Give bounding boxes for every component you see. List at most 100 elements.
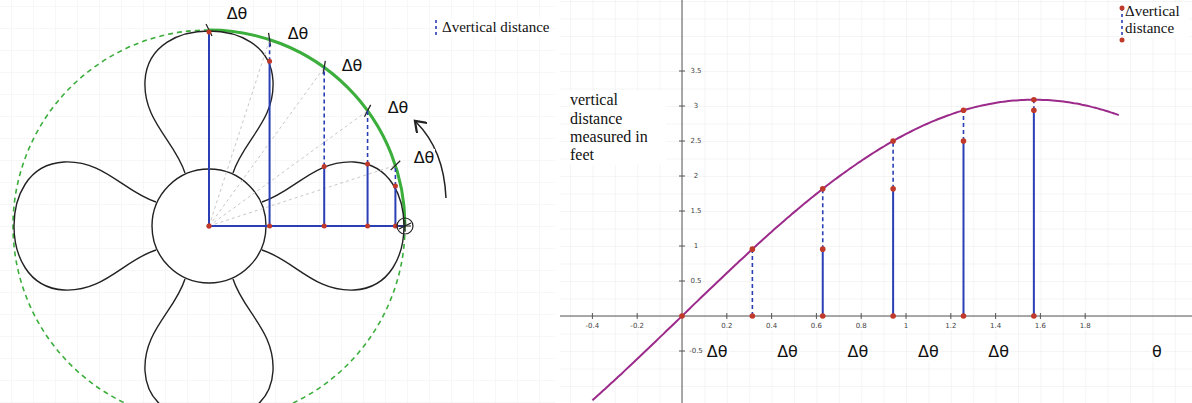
point	[961, 107, 967, 113]
grid	[0, 0, 555, 403]
delta-vertical-distance	[323, 67, 325, 166]
tick-number: 1	[694, 242, 698, 250]
axis-label: θ	[1151, 343, 1163, 361]
tick-number: 1.5	[690, 207, 701, 215]
point	[207, 224, 212, 229]
tick-number: -0.2	[630, 322, 644, 330]
angle-ray	[209, 67, 324, 226]
tick-number: 2.5	[690, 137, 701, 145]
x-tick	[906, 313, 907, 319]
angle-step: Δθ	[917, 343, 940, 361]
tick-number: 0.5	[690, 277, 701, 285]
delta-vertical-distance	[892, 141, 894, 189]
x-tick	[995, 313, 996, 319]
y-tick	[679, 351, 685, 352]
point	[267, 59, 272, 64]
point	[393, 184, 398, 189]
grid	[560, 0, 1192, 403]
x-tick	[637, 313, 638, 319]
x-tick	[726, 313, 727, 319]
delta-vertical-distance	[269, 40, 271, 62]
axis-ticks	[592, 71, 1085, 351]
angle-ray	[209, 111, 368, 226]
vertical-distance	[1033, 110, 1035, 316]
point	[365, 161, 370, 166]
angle-ray	[209, 30, 210, 226]
angle-ray	[209, 40, 270, 226]
tick-number: 3	[694, 102, 698, 110]
vertical-distance	[367, 164, 369, 226]
blade-tip-marker	[397, 218, 413, 234]
point	[267, 224, 272, 229]
vertical-distance	[822, 249, 824, 316]
axis-title: vertical distance measured in feet	[570, 91, 666, 165]
angle-step: Δθ	[706, 343, 729, 361]
vertical-distance	[323, 167, 325, 226]
tick-number: 0.8	[856, 322, 867, 330]
angle-step: Δθ	[226, 5, 249, 23]
point	[207, 30, 212, 35]
delta-vertical-distance	[963, 110, 965, 141]
legend-sample	[435, 20, 437, 38]
tick-number: 1.4	[990, 322, 1001, 330]
fan-blades	[14, 31, 404, 403]
vertical-distance	[962, 141, 964, 316]
point	[820, 313, 826, 319]
tick-number: 1.8	[1080, 322, 1091, 330]
angle-step: Δθ	[846, 343, 869, 361]
x-tick	[1085, 313, 1086, 319]
y-tick	[679, 211, 685, 212]
point	[961, 313, 967, 319]
y-axis	[682, 0, 683, 403]
y-tick	[679, 176, 685, 177]
y-tick	[679, 106, 685, 107]
point	[365, 224, 370, 229]
point	[207, 224, 212, 229]
x-tick	[1040, 313, 1041, 319]
delta-vertical-distance	[367, 111, 369, 164]
fan-blade	[14, 162, 156, 290]
tick-number: 3.5	[690, 67, 701, 75]
tick-number: 2	[694, 172, 698, 180]
x-tick	[592, 313, 593, 319]
vertical-distance	[269, 61, 271, 226]
point	[1031, 107, 1037, 113]
point	[679, 313, 685, 319]
vertical-distance	[394, 186, 396, 226]
legend-dot	[1120, 6, 1125, 11]
tick-number: -0.5	[689, 347, 703, 355]
angle-step: Δθ	[341, 57, 364, 75]
y-tick	[679, 71, 685, 72]
legend-dot	[1120, 38, 1125, 43]
point	[890, 138, 896, 144]
y-tick	[679, 281, 685, 282]
delta-vertical-distance	[752, 249, 754, 316]
point	[1031, 313, 1037, 319]
x-tick	[816, 313, 817, 319]
vertical-distance-bars	[679, 97, 1036, 319]
point	[820, 246, 826, 252]
point	[750, 313, 756, 319]
angle-step: Δθ	[287, 25, 310, 43]
tick-number: 0.6	[811, 322, 822, 330]
point	[890, 186, 896, 192]
delta-vertical-distance	[395, 165, 397, 186]
legend-text: Δvertical distance	[1125, 3, 1189, 38]
point	[750, 246, 756, 252]
tick-number: 1.6	[1035, 322, 1046, 330]
angle-step: Δθ	[413, 149, 436, 167]
point	[322, 224, 327, 229]
sine-curve	[592, 100, 1118, 401]
tick-number: -0.4	[586, 322, 600, 330]
path-circle	[13, 30, 405, 403]
vertical-distance	[208, 32, 210, 226]
x-tick	[771, 313, 772, 319]
vertical-distance	[892, 189, 894, 316]
point	[322, 164, 327, 169]
tick-number: 0.2	[721, 322, 732, 330]
angle-step: Δθ	[776, 343, 799, 361]
point	[961, 138, 967, 144]
tick-number: 1.2	[945, 322, 956, 330]
radius-line	[209, 225, 405, 227]
